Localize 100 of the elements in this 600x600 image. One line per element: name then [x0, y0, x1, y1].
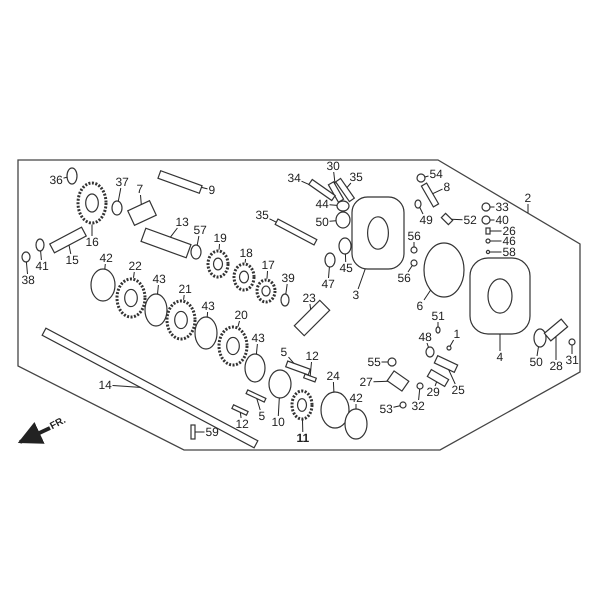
- ring-part: [144, 293, 168, 327]
- leader-line: [118, 188, 122, 202]
- callout-number: 12: [234, 418, 250, 430]
- callout-number: 43: [250, 332, 266, 344]
- callout-number: 13: [174, 216, 190, 228]
- leader-line: [424, 290, 432, 300]
- callout-number: 14: [98, 379, 113, 391]
- leader-line: [432, 188, 443, 194]
- leader-line: [434, 381, 438, 386]
- callout-number: 52: [462, 214, 478, 226]
- leader-line: [310, 362, 312, 376]
- leader-line: [244, 258, 246, 264]
- ring-part: [399, 401, 407, 409]
- leader-line: [333, 172, 336, 185]
- callout-number: 59: [204, 426, 220, 438]
- ring-part: [268, 369, 292, 399]
- ring-part: [280, 293, 290, 307]
- gear-part: [218, 326, 248, 366]
- gear-part: [116, 278, 146, 318]
- callout-number: 5: [280, 346, 288, 358]
- callout-number: 35: [348, 171, 364, 183]
- ring-part: [320, 391, 350, 429]
- ring-part: [533, 328, 547, 348]
- callout-number: 54: [428, 168, 444, 180]
- front-direction-label: FR.: [48, 414, 68, 432]
- callout-number: 57: [192, 224, 208, 236]
- leader-line: [238, 320, 240, 328]
- leader-line: [328, 266, 330, 278]
- callout-number: 33: [494, 201, 510, 213]
- callout-number: 47: [320, 278, 336, 290]
- ring-part: [90, 268, 116, 302]
- leader-line: [536, 346, 539, 356]
- ring-part: [21, 251, 31, 263]
- leader-line: [418, 388, 420, 400]
- leader-line: [393, 405, 401, 408]
- callout-number: 56: [406, 230, 422, 242]
- callout-number: 53: [378, 403, 394, 415]
- leader-line: [408, 265, 413, 272]
- housing-part: [351, 196, 405, 270]
- ring-part: [335, 211, 351, 229]
- callout-number: 43: [152, 273, 167, 285]
- leader-line: [450, 340, 454, 347]
- leader-line: [68, 244, 72, 254]
- ring-part: [190, 244, 202, 260]
- callout-number: 18: [238, 247, 254, 259]
- callout-number: 31: [564, 354, 580, 366]
- callout-number: 34: [286, 172, 302, 184]
- callout-number: 12: [304, 350, 320, 362]
- callout-number: 17: [260, 259, 276, 271]
- gear-part: [76, 182, 108, 224]
- callout-number: 28: [548, 360, 564, 372]
- leader-line: [183, 294, 185, 300]
- callout-number: 3: [352, 289, 360, 301]
- leader-line: [133, 272, 135, 278]
- leader-line: [329, 204, 338, 206]
- gear-part: [166, 300, 196, 340]
- ring-part: [324, 252, 336, 268]
- ring-part: [481, 215, 491, 225]
- ring-part: [416, 382, 424, 390]
- callout-number: 22: [128, 260, 143, 272]
- callout-number: 56: [396, 272, 412, 284]
- callout-number: 32: [410, 400, 426, 412]
- leader-line: [140, 194, 142, 205]
- leader-line: [346, 182, 352, 188]
- callout-number: 39: [280, 272, 296, 284]
- callout-number: 15: [64, 254, 80, 266]
- callout-number: 26: [502, 225, 517, 237]
- rod-part: [302, 373, 318, 383]
- leader-line: [278, 398, 280, 416]
- callout-number: 9: [208, 184, 216, 196]
- leader-line: [448, 369, 456, 384]
- leader-line: [329, 220, 336, 222]
- leader-line: [490, 206, 495, 208]
- leader-line: [309, 304, 312, 310]
- callout-number: 5: [258, 410, 266, 422]
- ring-part: [416, 173, 426, 183]
- callout-number: 38: [20, 274, 36, 286]
- leader-line: [206, 312, 208, 318]
- ring-part: [410, 246, 418, 254]
- gear-part: [290, 390, 314, 420]
- leader-line: [256, 398, 261, 410]
- gear-part: [206, 250, 230, 278]
- callout-number: 49: [418, 214, 434, 226]
- ring-part: [414, 199, 422, 209]
- leader-line: [40, 250, 42, 260]
- callout-number: 41: [34, 260, 50, 272]
- ring-part: [338, 237, 352, 255]
- callout-number: 48: [418, 331, 433, 343]
- rod-part: [426, 368, 450, 388]
- leader-line: [104, 264, 106, 270]
- callout-number: 36: [48, 174, 64, 186]
- leader-line: [424, 176, 429, 178]
- leader-line: [256, 344, 258, 355]
- gear-part: [256, 278, 276, 304]
- ring-part: [435, 326, 441, 334]
- leader-line: [266, 270, 268, 280]
- leader-line: [490, 230, 502, 232]
- callout-number: 30: [326, 160, 341, 172]
- rod-part: [440, 212, 454, 226]
- callout-number: 44: [314, 198, 330, 210]
